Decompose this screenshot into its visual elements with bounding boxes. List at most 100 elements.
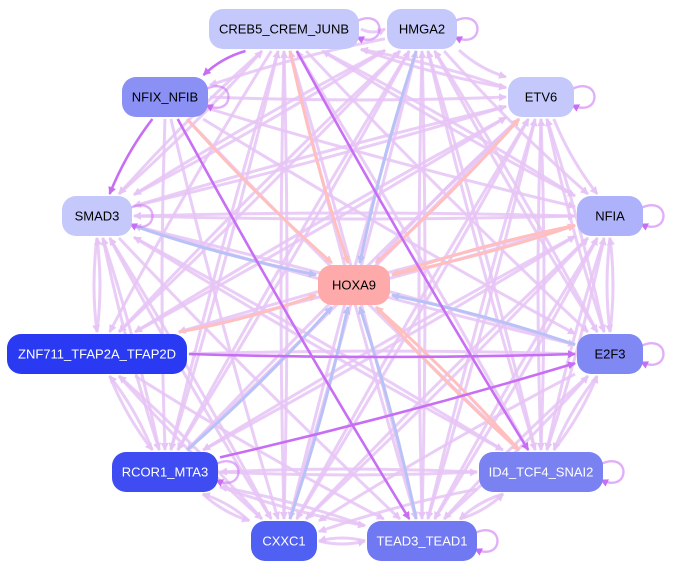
node-hmga2-label: HMGA2 — [399, 22, 445, 37]
edge-smad3-to-hoxa9 — [133, 224, 317, 278]
edge-etv6-to-cxxc1 — [295, 118, 530, 520]
edge-etv6-to-tead3 — [425, 118, 537, 520]
node-tead3[interactable]: TEAD3_TEAD1 — [367, 521, 477, 561]
edge-nfix-to-smad3 — [108, 118, 154, 195]
edge-creb5-to-id4 — [295, 50, 530, 451]
edge-creb5-to-nfix — [202, 49, 246, 76]
edge-hoxa9-to-etv6 — [374, 118, 521, 265]
node-hoxa9-box — [318, 265, 390, 305]
node-znf711-box — [7, 334, 187, 374]
self-loop-rcor1 — [215, 460, 240, 487]
edge-cxxc1-to-creb5 — [280, 50, 289, 520]
node-nfix-label: NFIX_NFIB — [132, 90, 198, 105]
self-loop-creb5 — [356, 17, 381, 44]
self-loop-smad3 — [129, 204, 154, 231]
edge-etv6-to-znf711 — [134, 115, 507, 334]
edge-etv6-to-nfia — [552, 118, 599, 195]
edge-rcor1-to-nfia — [202, 234, 576, 452]
edge-id4-to-hmga2 — [426, 50, 537, 451]
node-hmga2-box — [387, 9, 457, 49]
edge-nfia-to-tead3 — [433, 237, 599, 520]
edge-id4-to-e2f3 — [552, 375, 599, 451]
self-loop-etv6 — [571, 85, 596, 112]
node-nfix[interactable]: NFIX_NFIB — [122, 77, 208, 117]
edge-nfia-to-hoxa9 — [391, 223, 576, 277]
edge-e2f3-to-nfia — [606, 237, 615, 333]
edge-znf711-to-tead3 — [134, 374, 385, 521]
node-creb5-label: CREB5_CREM_JUNB — [219, 22, 349, 37]
node-cxxc1[interactable]: CXXC1 — [251, 521, 317, 561]
edge-creb5-to-rcor1 — [168, 50, 280, 451]
node-smad3[interactable]: SMAD3 — [62, 196, 132, 236]
edge-smad3-to-nfia — [133, 212, 576, 221]
node-hmga2[interactable]: HMGA2 — [387, 9, 457, 49]
edge-znf711-to-e2f3 — [188, 350, 576, 359]
edge-cxxc1-to-hoxa9 — [288, 306, 351, 520]
node-rcor1[interactable]: RCOR1_MTA3 — [112, 452, 218, 492]
edge-hmga2-to-hoxa9 — [357, 50, 418, 264]
self-loop-hmga2 — [454, 17, 479, 44]
edge-tead3-to-hmga2 — [418, 50, 427, 520]
node-etv6[interactable]: ETV6 — [508, 77, 574, 117]
edge-id4-to-smad3 — [133, 235, 504, 452]
edge-smad3-to-id4 — [133, 236, 504, 452]
self-loop-nfia — [640, 204, 665, 231]
node-hoxa9-label: HOXA9 — [332, 278, 376, 293]
edge-hmga2-to-rcor1 — [176, 50, 411, 451]
node-e2f3-label: E2F3 — [594, 347, 625, 362]
edge-creb5-to-e2f3 — [305, 49, 589, 334]
edge-rcor1-to-cxxc1 — [201, 492, 250, 523]
edge-znf711-to-smad3 — [93, 237, 102, 333]
edge-cxxc1-to-nfia — [305, 236, 589, 521]
edge-znf711-to-hoxa9 — [178, 293, 317, 334]
edge-creb5-to-hoxa9 — [288, 50, 350, 264]
node-etv6-label: ETV6 — [525, 90, 558, 105]
edge-tead3-to-id4 — [459, 492, 505, 521]
node-nfia-box — [577, 196, 643, 236]
edge-nfia-to-rcor1 — [202, 234, 576, 452]
edge-smad3-to-znf711 — [92, 237, 101, 333]
edge-znf711-to-hmga2 — [117, 49, 402, 334]
self-loop-id4 — [600, 460, 625, 487]
node-id4[interactable]: ID4_TCF4_SNAI2 — [479, 452, 603, 492]
edge-smad3-to-etv6 — [133, 104, 507, 208]
node-hoxa9[interactable]: HOXA9 — [318, 265, 390, 305]
node-smad3-label: SMAD3 — [75, 209, 120, 224]
edge-rcor1-to-hmga2 — [176, 50, 411, 451]
node-nfia[interactable]: NFIA — [577, 196, 643, 236]
edge-rcor1-to-e2f3 — [219, 361, 576, 459]
node-rcor1-label: RCOR1_MTA3 — [122, 465, 208, 480]
edges-layer — [92, 27, 615, 547]
self-loop-nfix — [205, 85, 230, 112]
node-tead3-box — [367, 521, 477, 561]
edge-nfix-to-etv6 — [209, 93, 507, 102]
node-nfix-box — [122, 77, 208, 117]
edge-creb5-to-cxxc1 — [279, 50, 288, 520]
edge-smad3-to-hmga2 — [133, 49, 386, 197]
node-creb5[interactable]: CREB5_CREM_JUNB — [209, 9, 359, 49]
edge-id4-to-cxxc1 — [318, 487, 478, 534]
edge-rcor1-to-id4 — [219, 468, 478, 477]
node-e2f3[interactable]: E2F3 — [577, 334, 643, 374]
edge-cxxc1-to-tead3 — [318, 538, 366, 547]
node-cxxc1-box — [251, 521, 317, 561]
node-tead3-label: TEAD3_TEAD1 — [376, 534, 467, 549]
self-loop-tead3 — [474, 529, 499, 556]
node-znf711[interactable]: ZNF711_TFAP2A_TFAP2D — [7, 334, 187, 374]
edge-znf711-to-etv6 — [134, 116, 507, 334]
edge-znf711-to-rcor1 — [108, 375, 154, 451]
self-loops-layer — [129, 17, 665, 556]
node-e2f3-box — [577, 334, 643, 374]
edge-cxxc1-to-etv6 — [295, 118, 530, 520]
node-znf711-label: ZNF711_TFAP2A_TFAP2D — [18, 347, 176, 362]
node-id4-box — [479, 452, 603, 492]
node-etv6-box — [508, 77, 574, 117]
edge-rcor1-to-creb5 — [169, 50, 281, 451]
node-creb5-box — [209, 9, 359, 49]
edge-e2f3-to-hoxa9 — [391, 292, 576, 347]
node-rcor1-box — [112, 452, 218, 492]
edge-nfia-to-e2f3 — [605, 237, 614, 333]
edge-hmga2-to-znf711 — [117, 49, 402, 334]
edge-hoxa9-to-nfia — [391, 223, 576, 277]
